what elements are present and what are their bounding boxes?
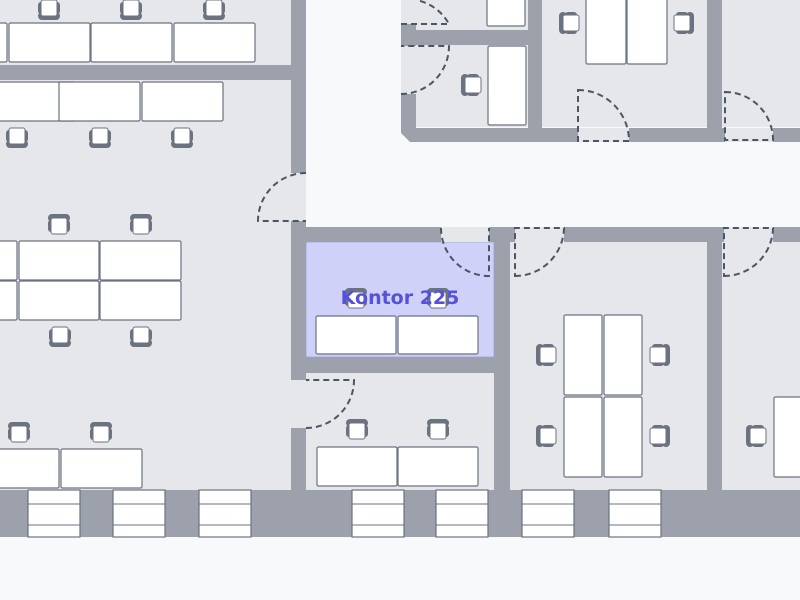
chair (427, 288, 449, 309)
desk (626, 0, 668, 65)
chair (345, 288, 367, 309)
cabinet (27, 489, 81, 538)
chair (346, 419, 368, 440)
cabinet (112, 489, 166, 538)
desk (773, 396, 800, 478)
chair (48, 214, 70, 235)
desk (563, 314, 603, 396)
desk (141, 81, 224, 122)
desk (18, 240, 100, 281)
desk (486, 0, 526, 27)
chair (171, 127, 193, 148)
desk (563, 396, 603, 478)
desk (0, 448, 60, 489)
room-north-east[interactable] (722, 0, 800, 127)
desk (397, 315, 479, 355)
desk (99, 240, 182, 281)
cabinet (521, 489, 575, 538)
cabinet (608, 489, 662, 538)
chair (746, 425, 767, 447)
cabinet (435, 489, 489, 538)
desk (0, 22, 8, 63)
desk (60, 448, 143, 489)
desk (8, 22, 91, 63)
desk (585, 0, 627, 65)
desk (99, 280, 182, 321)
desk (58, 81, 141, 122)
chair (536, 425, 557, 447)
desk (0, 280, 18, 321)
furniture-layer (0, 0, 800, 538)
desk (0, 240, 18, 281)
chair (130, 214, 152, 235)
chair (559, 12, 580, 34)
chair (536, 344, 557, 366)
chair (120, 0, 142, 20)
chair (427, 419, 449, 440)
desk (90, 22, 173, 63)
desk (487, 45, 527, 126)
cabinet (198, 489, 252, 538)
doors-layer (256, 0, 775, 429)
door-openings (291, 0, 773, 428)
desk (173, 22, 256, 63)
chair (649, 425, 670, 447)
chair (49, 326, 71, 347)
room-label-kontor-225: Kontor 225 (341, 287, 460, 309)
chair (38, 0, 60, 20)
chair (130, 326, 152, 347)
chair (649, 344, 670, 366)
desk (603, 396, 643, 478)
desk (316, 446, 398, 487)
chair (461, 74, 482, 96)
chair (90, 422, 112, 443)
desk (397, 446, 479, 487)
desk (603, 314, 643, 396)
chair (8, 422, 30, 443)
desk (18, 280, 100, 321)
chair (6, 127, 28, 148)
chair (89, 127, 111, 148)
cabinet (351, 489, 405, 538)
desk (315, 315, 397, 355)
chair (673, 12, 694, 34)
chair (203, 0, 225, 20)
